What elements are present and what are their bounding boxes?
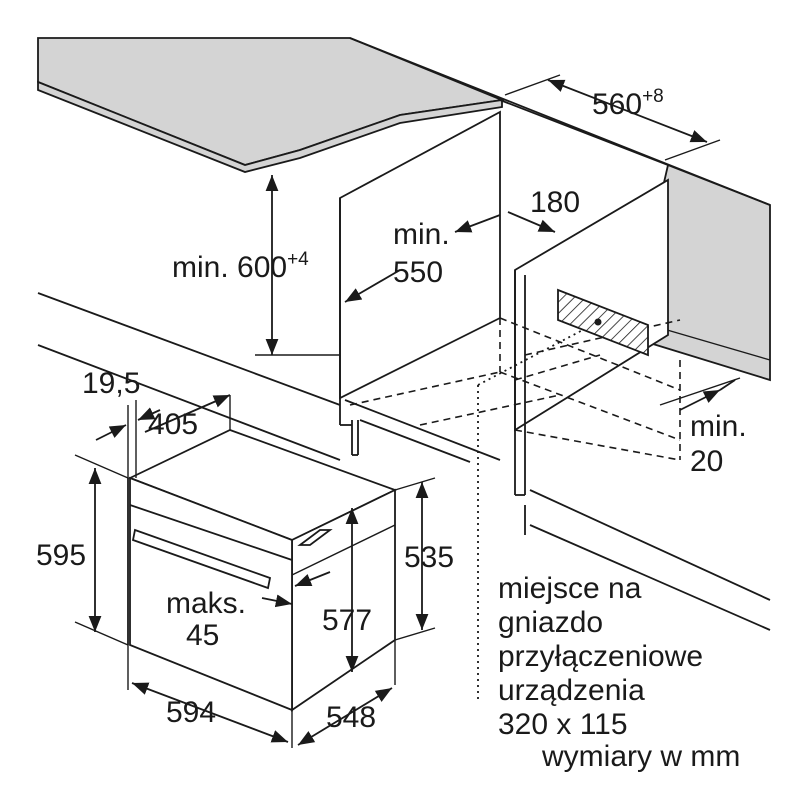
units-note: wymiary w mm xyxy=(541,740,740,773)
height-total-label: 595 xyxy=(36,539,86,572)
niche-depth-min-label: min. xyxy=(393,218,450,251)
inner-height-label: 577 xyxy=(322,604,372,637)
niche-depth-value-label: 550 xyxy=(393,256,443,289)
dimension-lines xyxy=(74,74,741,748)
max-label: maks. xyxy=(166,587,246,620)
max-value-label: 45 xyxy=(186,619,219,652)
oven xyxy=(127,429,398,712)
socket-note-line1: miejsce na xyxy=(498,572,642,605)
niche-cabinet xyxy=(37,37,771,700)
socket-note-line3: przyłączeniowe xyxy=(498,640,703,673)
niche-height-label: min. 600+4 xyxy=(172,249,309,284)
depth-label: 548 xyxy=(326,701,376,734)
bottom-gap-value-label: 20 xyxy=(690,445,723,478)
side-depth-label: 405 xyxy=(148,408,198,441)
socket-note-line2: gniazdo xyxy=(498,606,603,639)
height-body-label: 535 xyxy=(404,541,454,574)
socket-note-line4: urządzenia xyxy=(498,674,645,707)
labels: 560+8 min. 600+4 min. 550 180 min. 20 19… xyxy=(36,86,747,773)
front-offset-label: 19,5 xyxy=(82,367,140,400)
niche-width-label: 560+8 xyxy=(592,86,664,121)
width-label: 594 xyxy=(166,696,216,729)
socket-size-label: 320 x 115 xyxy=(498,708,628,741)
bottom-gap-min-label: min. xyxy=(690,410,747,443)
socket-area xyxy=(557,288,649,357)
socket-offset-label: 180 xyxy=(530,186,580,219)
socket-dot xyxy=(594,318,602,326)
